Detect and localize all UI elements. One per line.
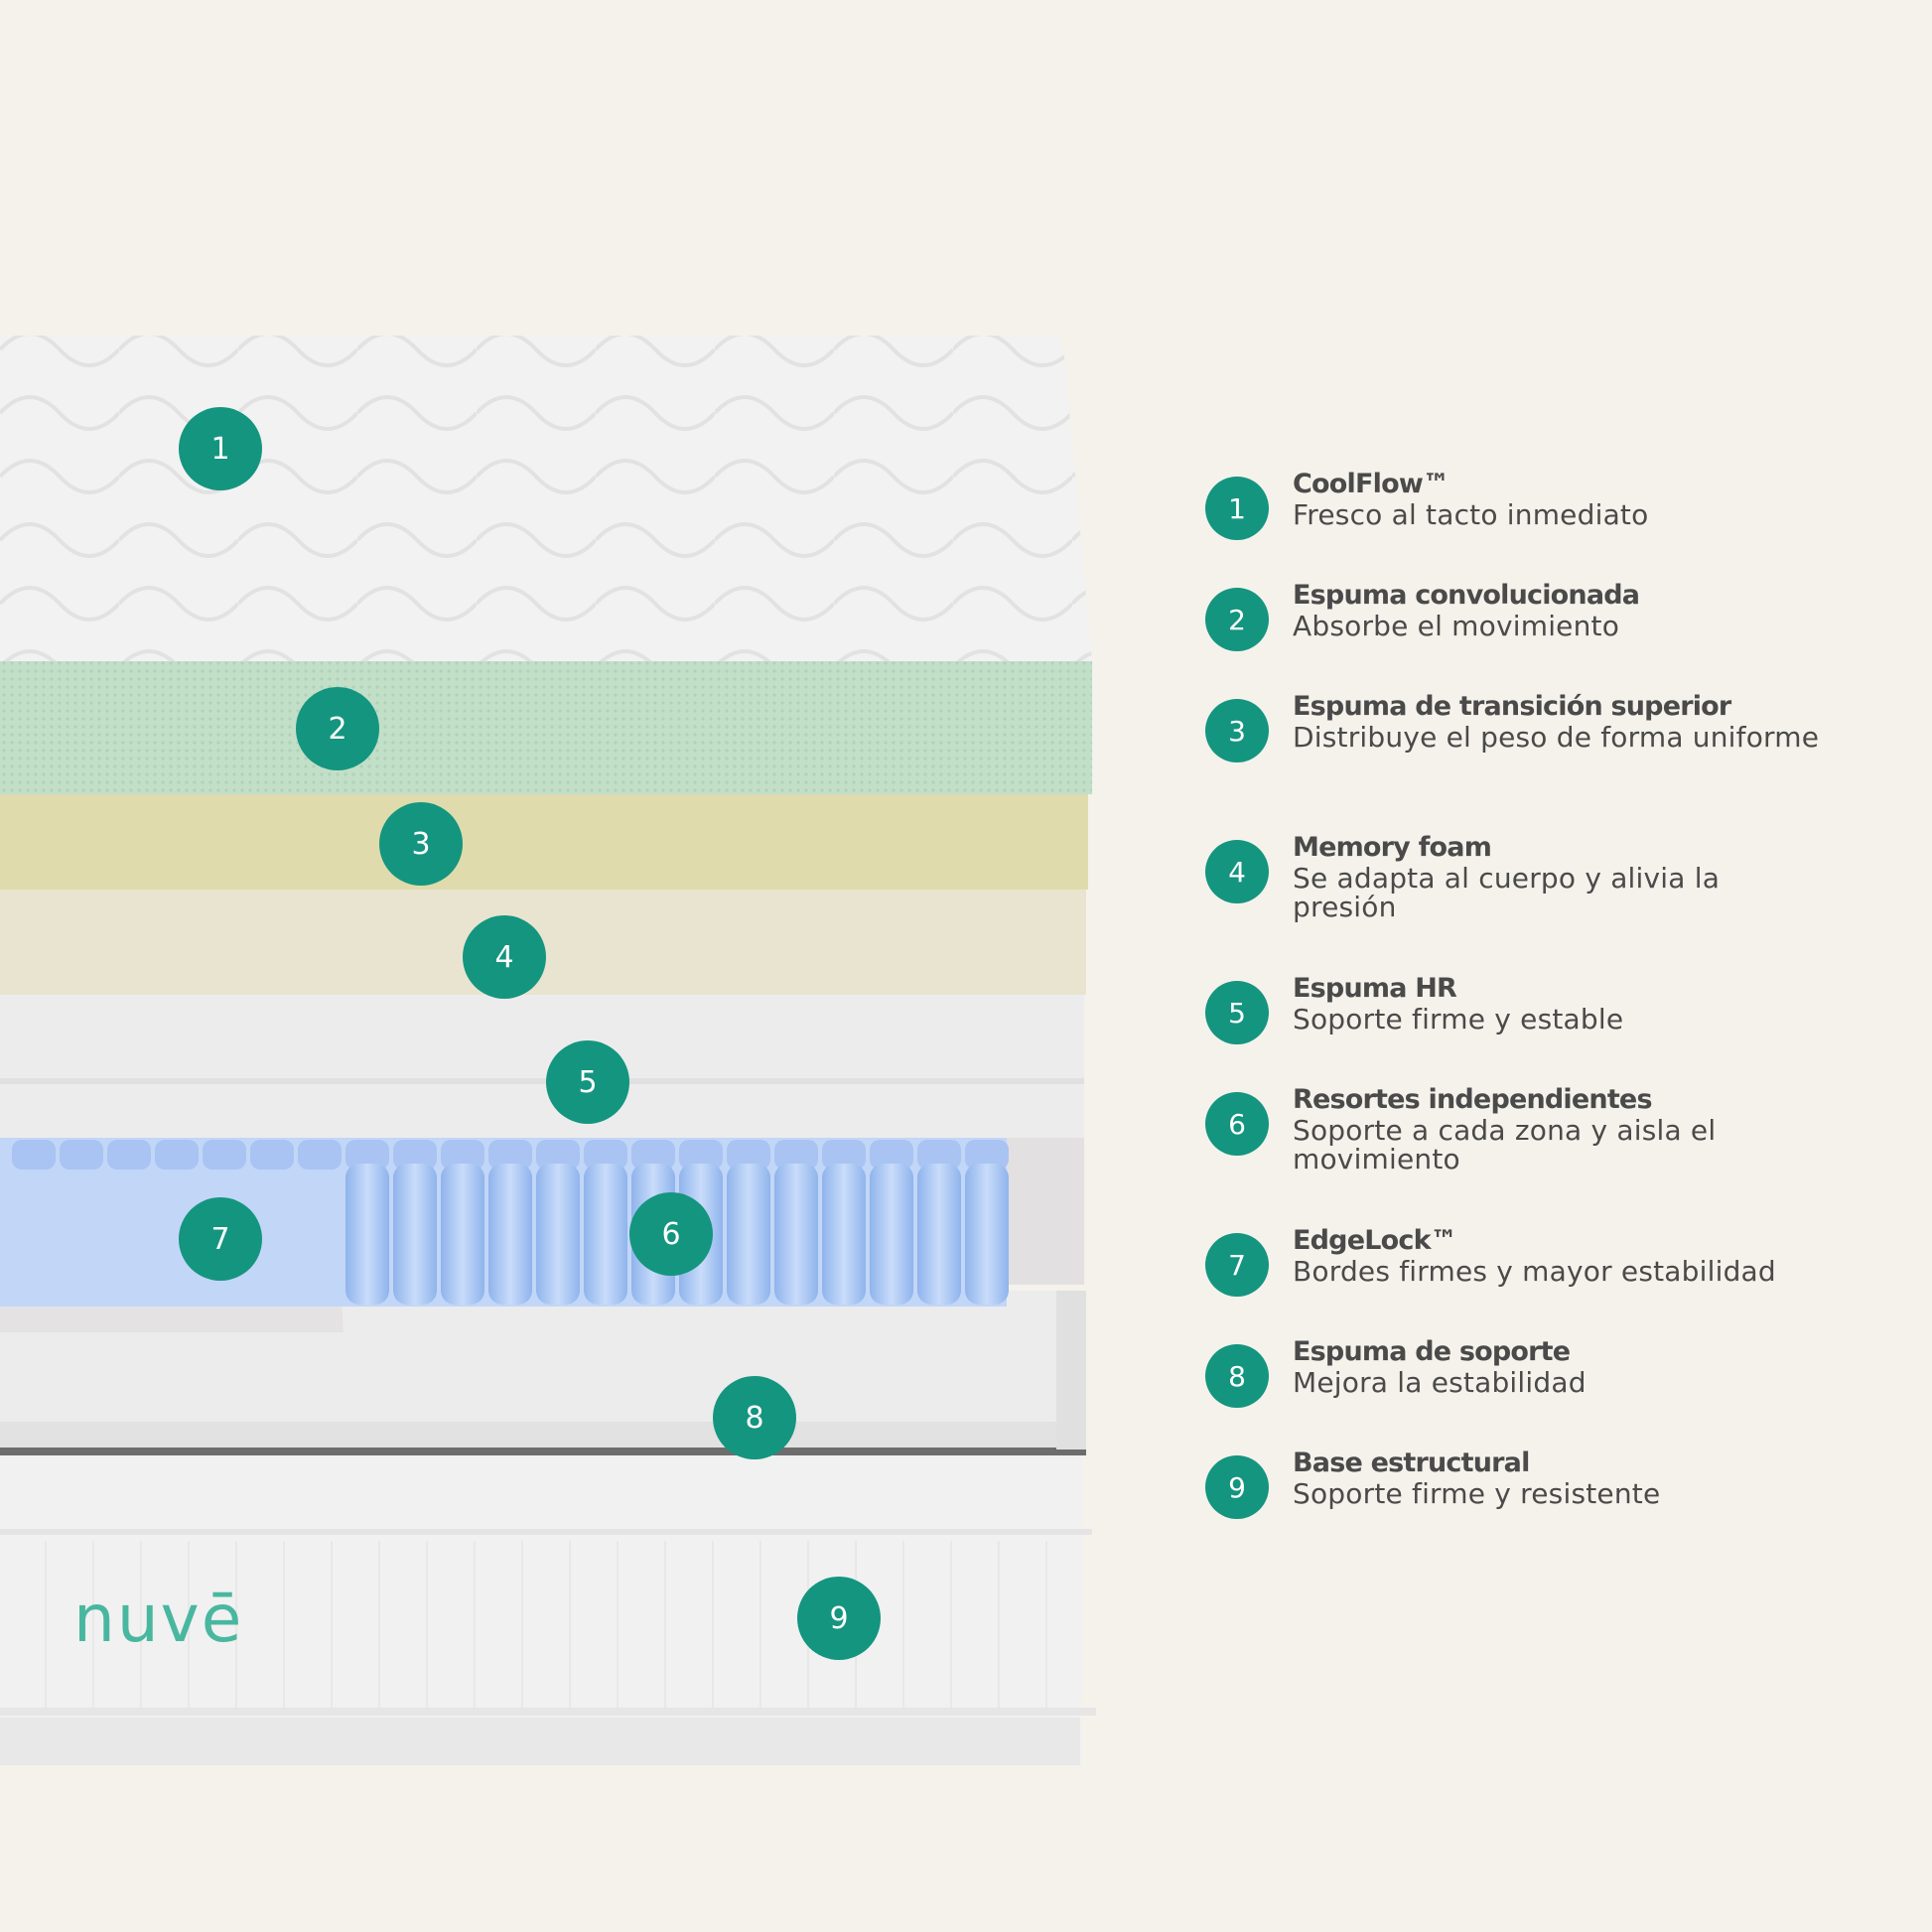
spring-top — [536, 1140, 580, 1170]
brand-logo: nuvē — [73, 1581, 244, 1657]
legend-title: Espuma de transición superior — [1293, 691, 1731, 722]
spring-coil — [393, 1164, 437, 1305]
spring-coil — [822, 1164, 866, 1305]
layer-marker-5[interactable]: 5 — [546, 1040, 629, 1124]
legend-number-badge: 3 — [1205, 699, 1269, 762]
legend-number-badge: 2 — [1205, 588, 1269, 651]
spring-top — [631, 1140, 675, 1170]
spring-coil — [488, 1164, 532, 1305]
layer-marker-6[interactable]: 6 — [629, 1192, 713, 1276]
layer-marker-4[interactable]: 4 — [463, 915, 546, 999]
spring-top — [298, 1140, 342, 1170]
spring-coil — [965, 1164, 1009, 1305]
spring-top — [12, 1140, 56, 1170]
spring-top — [203, 1140, 246, 1170]
legend-description: Mejora la estabilidad — [1293, 1366, 1587, 1399]
layer-marker-9[interactable]: 9 — [797, 1577, 881, 1660]
legend-title: Espuma de soporte — [1293, 1336, 1571, 1367]
legend-description: Fresco al tacto inmediato — [1293, 498, 1649, 531]
legend-title: Espuma HR — [1293, 973, 1457, 1004]
spring-top — [250, 1140, 294, 1170]
layer-espuma-transicion — [0, 790, 1088, 890]
spring-top — [965, 1140, 1009, 1170]
legend-description: Soporte firme y resistente — [1293, 1477, 1661, 1510]
layer-base-estructural — [0, 1449, 1096, 1765]
legend-title: Resortes independientes — [1293, 1084, 1653, 1115]
spring-top — [345, 1140, 389, 1170]
legend-description: Distribuye el peso de forma uniforme — [1293, 721, 1820, 754]
spring-coil — [584, 1164, 627, 1305]
legend-title: Espuma convolucionada — [1293, 580, 1640, 611]
layer-marker-1[interactable]: 1 — [179, 407, 262, 490]
spring-coil — [345, 1164, 389, 1305]
layer-marker-3[interactable]: 3 — [379, 802, 463, 886]
layer-marker-2[interactable]: 2 — [296, 687, 379, 770]
layer-espuma-hr — [0, 995, 1084, 1138]
layer-coolflow — [0, 336, 1092, 661]
spring-top — [917, 1140, 961, 1170]
legend-number-badge: 7 — [1205, 1233, 1269, 1297]
spring-top — [441, 1140, 484, 1170]
spring-coil — [441, 1164, 484, 1305]
legend-description: Se adapta al cuerpo y alivia la presión — [1293, 862, 1721, 923]
legend-number-badge: 8 — [1205, 1344, 1269, 1408]
legend-title: EdgeLock™ — [1293, 1225, 1457, 1256]
spring-top — [488, 1140, 532, 1170]
legend-description: Bordes firmes y mayor estabilidad — [1293, 1255, 1776, 1288]
spring-top — [727, 1140, 770, 1170]
legend-number-badge: 4 — [1205, 840, 1269, 903]
spring-coil — [917, 1164, 961, 1305]
spring-coil — [774, 1164, 818, 1305]
layer-marker-8[interactable]: 8 — [713, 1376, 796, 1459]
legend-number-badge: 1 — [1205, 477, 1269, 540]
legend-title: Memory foam — [1293, 832, 1492, 863]
legend-description: Soporte a cada zona y aisla el movimient… — [1293, 1114, 1717, 1175]
legend-description: Soporte firme y estable — [1293, 1003, 1624, 1035]
spring-top — [822, 1140, 866, 1170]
spring-top — [584, 1140, 627, 1170]
spring-top — [870, 1140, 913, 1170]
legend-number-badge: 9 — [1205, 1455, 1269, 1519]
legend-description: Absorbe el movimiento — [1293, 610, 1620, 642]
legend-title: Base estructural — [1293, 1448, 1530, 1478]
spring-top — [155, 1140, 199, 1170]
spring-top — [60, 1140, 103, 1170]
spring-coil — [536, 1164, 580, 1305]
layer-marker-7[interactable]: 7 — [179, 1197, 262, 1281]
legend-number-badge: 6 — [1205, 1092, 1269, 1156]
legend-title: CoolFlow™ — [1293, 469, 1449, 499]
layer-resortes — [0, 1138, 1009, 1307]
layer-espuma-convolucionada — [0, 661, 1092, 794]
spring-coil — [727, 1164, 770, 1305]
spring-coil — [870, 1164, 913, 1305]
spring-top — [393, 1140, 437, 1170]
spring-top — [774, 1140, 818, 1170]
legend-number-badge: 5 — [1205, 981, 1269, 1044]
spring-top — [107, 1140, 151, 1170]
spring-top — [679, 1140, 723, 1170]
